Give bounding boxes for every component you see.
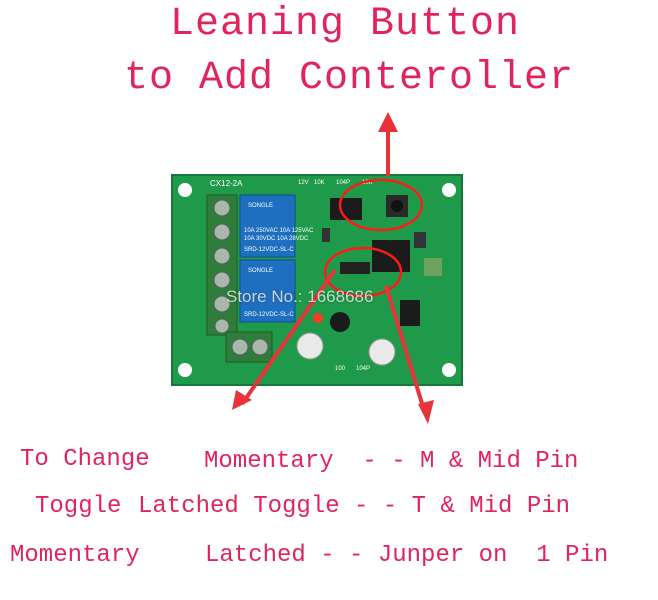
capacitor-2 (368, 338, 396, 366)
silk-bottom-2: 104P (356, 366, 370, 372)
relay-model-2: SRD-12VDC-SL-C (244, 312, 294, 318)
silk-bottom-1: 100 (335, 366, 346, 372)
relay-model-1: SRD-12VDC-SL-C (244, 247, 294, 253)
board-model: CX12-2A (210, 179, 243, 188)
relay-brand-2: SONGLE (248, 268, 273, 274)
mount-hole-icon (178, 183, 192, 197)
highlight-button-circle (338, 178, 424, 232)
silk-12v: 12V (298, 180, 309, 186)
mount-hole-icon (442, 183, 456, 197)
arrow-right-down-icon (418, 400, 434, 424)
mount-hole-icon (178, 363, 192, 377)
relay-rating-1a: 10A 250VAC 10A 125VAC (244, 228, 314, 234)
arrow-left-down-icon (232, 390, 252, 410)
relay-2 (239, 259, 296, 323)
transistor (330, 312, 350, 332)
jumper-header (340, 262, 370, 274)
line-2-right: Latched Toggle - - T & Mid Pin (138, 493, 571, 520)
title-line-1: Leaning Button (169, 2, 521, 47)
line-1-right: Momentary - - M & Mid Pin (204, 448, 579, 475)
led-red-icon (313, 313, 323, 323)
relay-brand-1: SONGLE (248, 203, 273, 209)
relay-rating-1b: 10A 30VDC 10A 28VDC (244, 236, 309, 242)
mount-hole-icon (442, 363, 456, 377)
line-3-left: Momentary (10, 542, 140, 569)
title-line-2: to Add Conteroller (123, 56, 575, 101)
arrow-up-icon (378, 112, 398, 132)
ic-chip (330, 198, 362, 220)
line-2-left: Toggle (35, 493, 122, 520)
highlight-jumper-circle (323, 246, 403, 298)
silk-10k-a: 10K (314, 180, 325, 186)
relay-1 (239, 194, 296, 258)
line-3-right: Latched - - Junper on 1 Pin (205, 542, 609, 569)
silk-104p: 104P (336, 180, 350, 186)
watermark: Store No.: 1668686 (226, 287, 374, 306)
silk-10k-b: 10K (362, 180, 373, 186)
inductor-coil (424, 258, 442, 276)
line-1-left: To Change (20, 446, 150, 473)
capacitor-1 (296, 332, 324, 360)
regulator (400, 300, 420, 326)
